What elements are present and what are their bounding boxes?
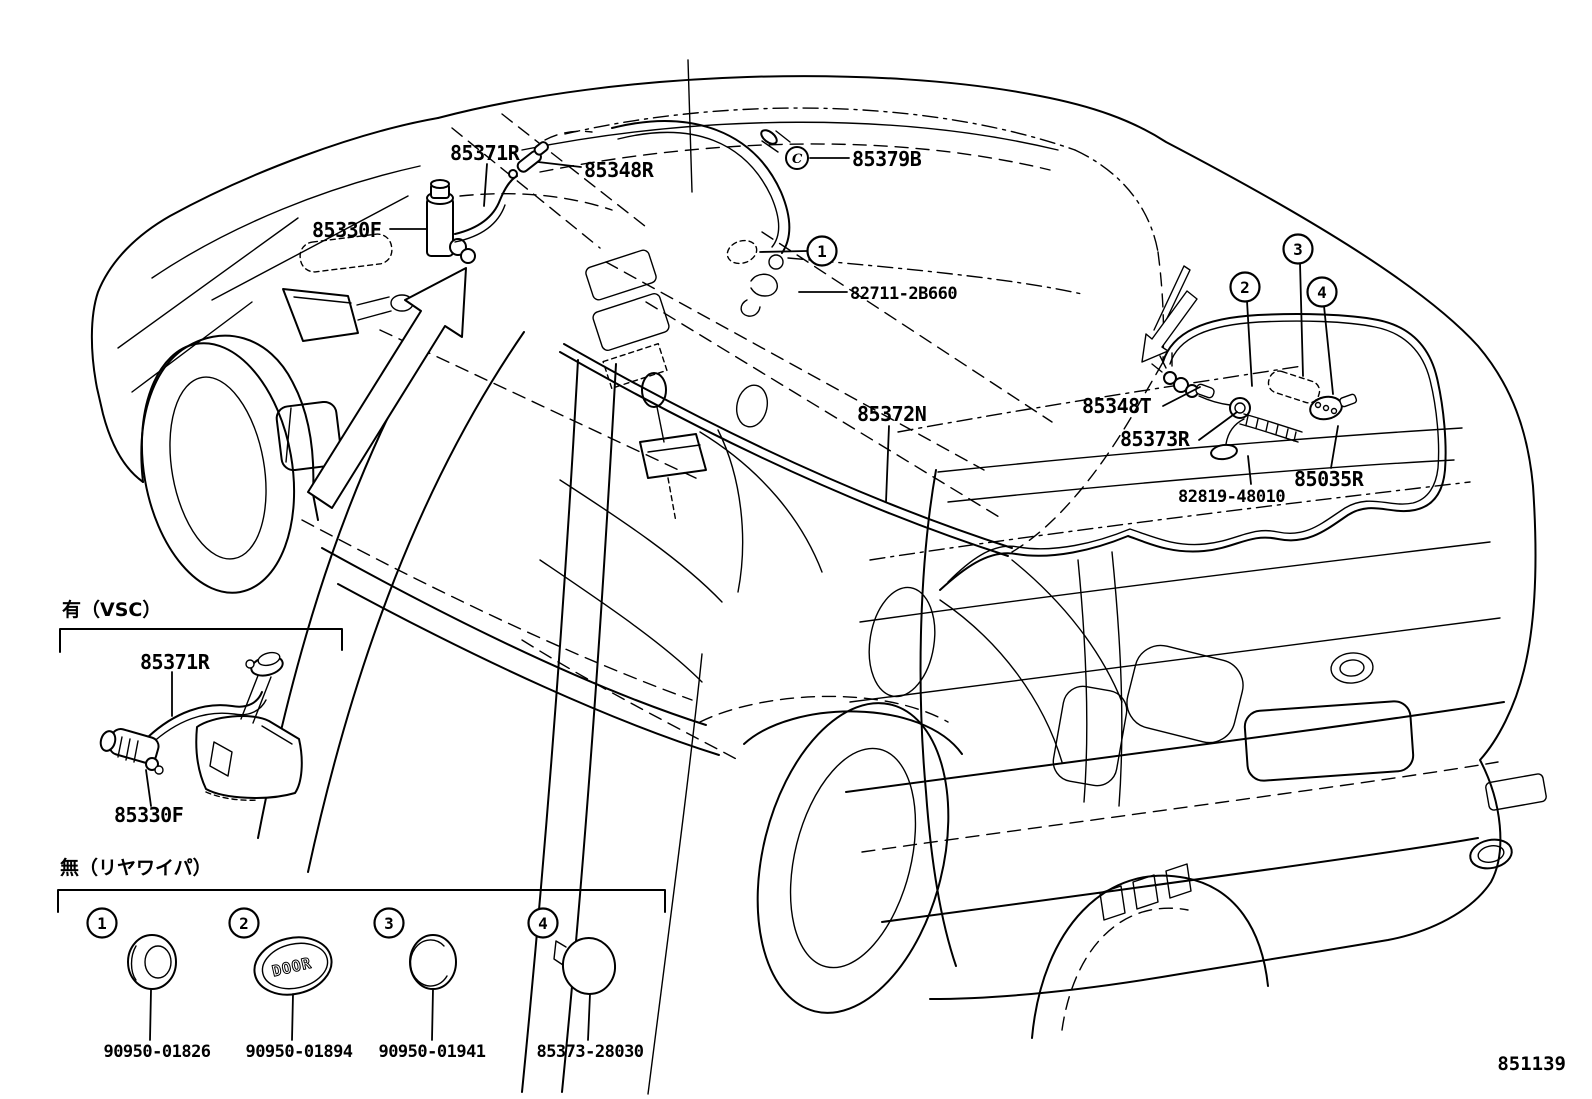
leader-85371r <box>483 163 488 207</box>
callouts-main: 85371R 85348R C 85379B 85330F 82711-2B66… <box>312 141 1365 507</box>
small-arrow-icon <box>1141 290 1198 363</box>
part-number-90950-01941: 90950-01941 <box>378 1042 485 1062</box>
marker-3-number: 3 <box>1293 240 1303 259</box>
washer-system-parts <box>307 129 1447 591</box>
leader-vsc-85330f <box>145 769 152 807</box>
figure-number: 851139 <box>1497 1053 1566 1075</box>
part-label-85379b: 85379B <box>852 147 922 171</box>
round-grommet-1-drawing <box>127 934 177 990</box>
part-label-85330f: 85330F <box>312 218 381 242</box>
part-label-85373r: 85373R <box>1120 427 1191 451</box>
vsc-inset: 有（VSC） 85371R 85330F <box>59 598 343 827</box>
part-label-85348t: 85348T <box>1082 394 1152 418</box>
no-rear-wiper-title: 無（リヤワイパ） <box>60 856 212 879</box>
marker-1: 1 <box>759 235 838 267</box>
callout-85371r-main: 85371R <box>450 141 521 207</box>
cap-plug-drawing <box>553 937 617 995</box>
callout-82819-48010: 82819-48010 <box>1178 455 1286 507</box>
grommet-item-3: 3 90950-01941 <box>373 907 486 1062</box>
leader-85373r <box>1198 411 1238 441</box>
grommet-item-1: 1 90950-01826 <box>86 907 211 1062</box>
leader-85035r <box>1330 425 1339 469</box>
item-1-number: 1 <box>97 914 107 933</box>
gear-shifter <box>639 372 707 523</box>
part-number-85373-28030: 85373-28030 <box>536 1042 643 1062</box>
callout-85035r: 85035R <box>1294 425 1365 491</box>
part-label-82819-48010: 82819-48010 <box>1178 487 1285 507</box>
callout-85330f-main: 85330F <box>312 218 428 242</box>
marker-1-number: 1 <box>817 242 827 261</box>
vsc-pump-drawing <box>99 728 164 775</box>
door-grommet-drawing: DOOR <box>253 936 333 996</box>
vsc-part-label-85330f: 85330F <box>114 803 183 827</box>
vsc-section-title: 有（VSC） <box>62 598 161 621</box>
grommet-item-4: 4 85373-28030 <box>527 907 644 1062</box>
marker-3: 3 <box>1282 233 1314 377</box>
vsc-bracket <box>59 628 343 653</box>
hose-joint-front-drawing <box>508 141 549 179</box>
callout-85348t: 85348T <box>1082 386 1201 418</box>
marker-4-number: 4 <box>1317 283 1327 302</box>
part-label-85035r: 85035R <box>1294 467 1365 491</box>
callout-85373r: 85373R <box>1120 411 1238 451</box>
leader-85348r <box>537 161 582 168</box>
washer-pump-drawing <box>426 179 476 264</box>
clamp-drawing <box>740 273 778 317</box>
rear-nozzle-assembly-drawing <box>1151 352 1358 461</box>
leader-85348t <box>1162 386 1201 407</box>
part-label-85348r: 85348R <box>584 158 655 182</box>
callout-85372n: 85372N <box>857 402 927 503</box>
item-3-number: 3 <box>384 914 394 933</box>
marker-4: 4 <box>1306 276 1338 395</box>
no-rear-wiper-inset: 無（リヤワイパ） 1 90950-01826 2 DOOR 90950 <box>57 856 666 1062</box>
item-4-number: 4 <box>538 914 548 933</box>
callout-85348r: 85348R <box>537 158 655 182</box>
part-label-82711-2b660: 82711-2B660 <box>850 284 957 304</box>
leader-82819 <box>1247 455 1252 485</box>
callout-82711-2b660: 82711-2B660 <box>798 284 958 304</box>
marker-2-number: 2 <box>1240 278 1250 297</box>
vsc-part-label-85371r: 85371R <box>140 650 211 674</box>
direction-arrow-icon <box>307 267 467 509</box>
part-label-85372n: 85372N <box>857 402 926 426</box>
round-grommet-3-drawing <box>409 934 457 990</box>
part-label-85371r: 85371R <box>450 141 521 165</box>
grommet-c-drawing <box>760 129 809 170</box>
grommet-c-marking: C <box>792 152 803 167</box>
item-2-number: 2 <box>239 914 249 933</box>
marker-2: 2 <box>1229 271 1261 387</box>
grommet-item-2: 2 DOOR 90950-01894 <box>228 907 353 1062</box>
no-rear-wiper-bracket <box>57 889 666 913</box>
vsc-reservoir-drawing <box>195 651 303 801</box>
callout-85379b: C 85379B <box>792 147 922 171</box>
leader-85372n <box>885 425 890 503</box>
part-number-90950-01894: 90950-01894 <box>245 1042 352 1062</box>
part-number-90950-01826: 90950-01826 <box>103 1042 210 1062</box>
rear-hatch-hose-drawing <box>939 313 1447 591</box>
